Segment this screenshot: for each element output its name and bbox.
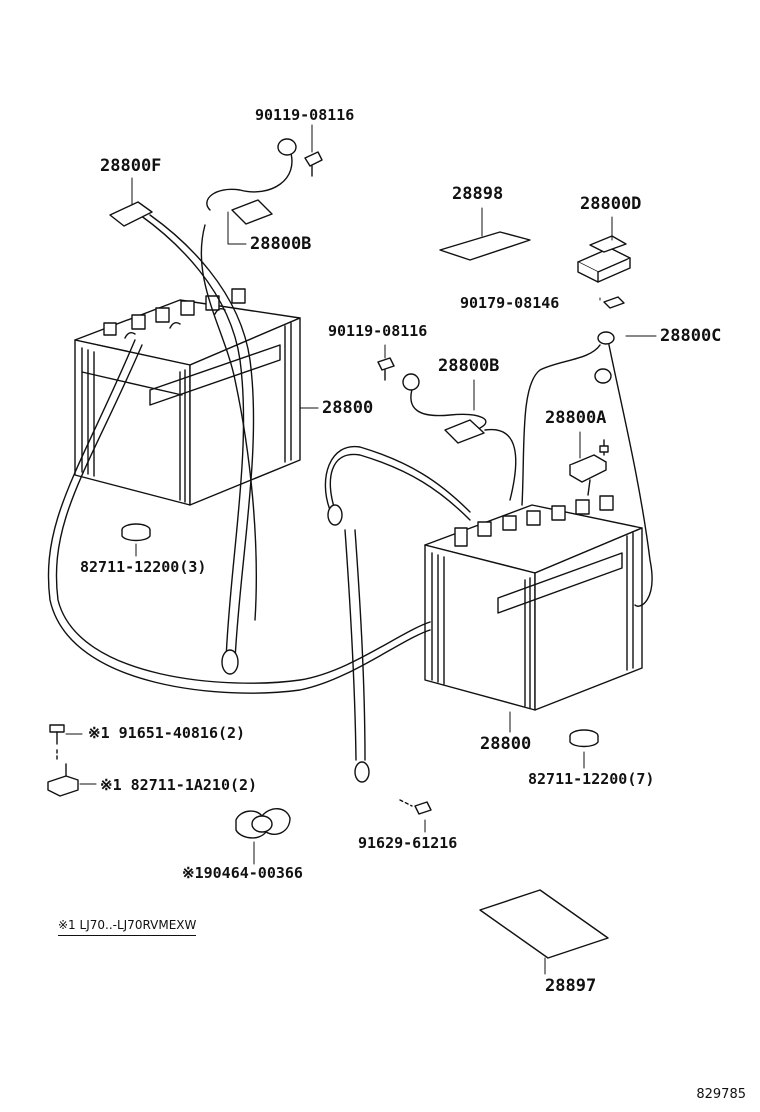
applicability-mark: ※1 <box>182 864 204 882</box>
label-28898: 28898 <box>452 184 504 204</box>
battery-right <box>424 495 643 711</box>
label-bracket: ※1 82711-1A210(2) <box>100 778 257 793</box>
label-clamp-cable: ※190464-00366 <box>182 866 303 881</box>
leader-lines <box>65 124 657 975</box>
label-bolt-top: 90119-08116 <box>255 106 355 124</box>
label-clamp-left: 82711-12200(3) <box>80 558 207 576</box>
label-screw: 91629-61216 <box>358 834 458 852</box>
label-cable-b-mid: 28800B <box>438 356 500 376</box>
label-cover-d: 28800D <box>580 194 642 214</box>
label-cable-c: 28800C <box>660 326 722 346</box>
label-nut: 90179-08146 <box>460 294 560 312</box>
applicability-mark: ※1 <box>88 724 110 742</box>
small-parts <box>47 151 631 959</box>
part-number: 90464-00366 <box>203 864 303 882</box>
diagram-id: 829785 <box>696 1087 746 1102</box>
label-battery-right: 28800 <box>480 734 532 754</box>
label-cable-b-top: 28800B <box>250 234 312 254</box>
battery-left <box>74 288 301 506</box>
label-clamp-right: 82711-12200(7) <box>528 770 655 788</box>
label-clamp-a: 28800A <box>545 408 607 428</box>
label-bolt-flange: ※1 91651-40816(2) <box>88 726 245 741</box>
applicability-note: ※1 LJ70..-LJ70RVMEXW <box>58 918 197 936</box>
label-28897: 28897 <box>545 976 597 996</box>
cables <box>47 138 653 783</box>
label-battery-left: 28800 <box>322 398 374 418</box>
label-cable-f: 28800F <box>100 156 162 176</box>
part-number: 82711-1A210(2) <box>130 776 258 794</box>
part-number: 91651-40816(2) <box>118 724 246 742</box>
label-bolt-mid: 90119-08116 <box>328 322 428 340</box>
applicability-mark: ※1 <box>100 776 122 794</box>
